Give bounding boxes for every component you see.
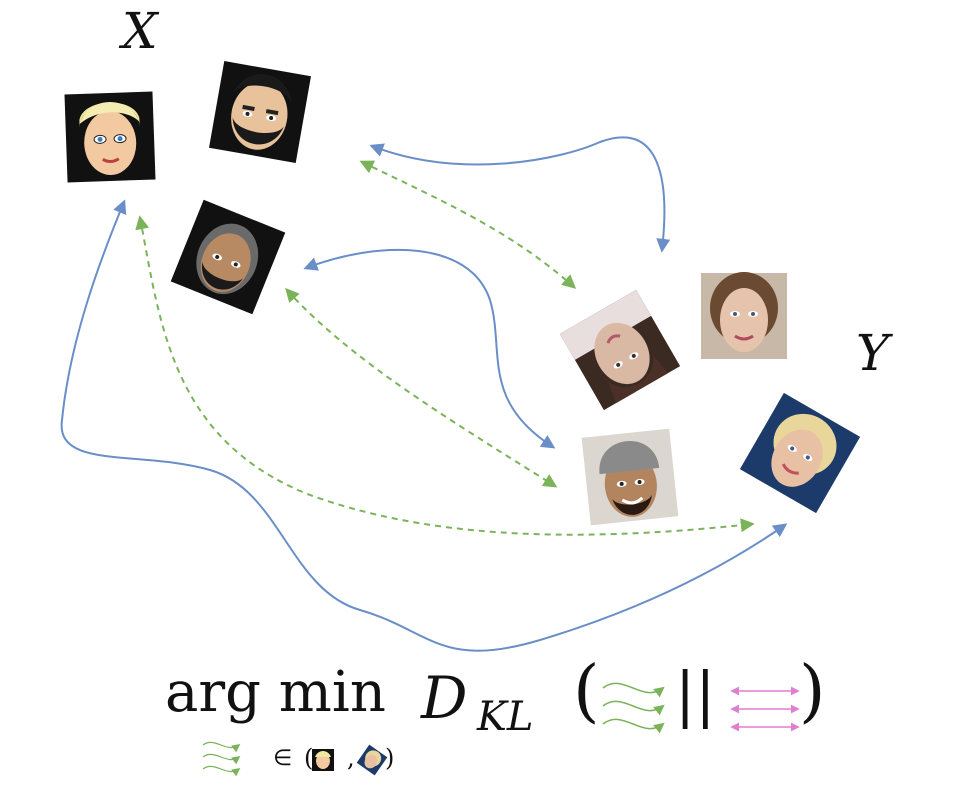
set-x-label: X [122,2,158,60]
solid-arrow-long [60,199,788,652]
mini-cartoon-face-icon [312,749,334,771]
photo-face-beanie [581,428,679,526]
photo-face-brunette [701,272,787,359]
argmin-operator: arg min [165,660,386,725]
solid-arrow-top [369,136,671,253]
green-mapping-icon-large [602,682,665,734]
open-paren: ( [573,652,600,731]
divergence-bars: || [675,660,716,730]
solid-arrow-middle [303,249,556,449]
pink-mapping-icon [730,686,800,732]
photo-face-upside-down [559,289,681,411]
kl-divergence-symbol: D [421,664,468,732]
dashed-arrow-long [135,215,755,536]
close-paren: ) [799,652,826,731]
kl-subscript: KL [477,694,534,740]
dashed-arrow-middle [285,287,558,488]
cartoon-face-blonde [64,91,156,183]
small-close-paren: ) [385,744,395,772]
small-comma: , [347,744,355,772]
photo-face-blonde [739,392,861,514]
green-mapping-icon-small [202,741,241,777]
cartoon-face-dark-beard [209,61,311,163]
element-of-symbol: ∈ [273,746,293,771]
set-y-label: Y [856,324,890,382]
mini-photo-face-icon [356,744,388,776]
small-open-paren: ( [304,744,314,772]
cartoon-face-bald-beard [170,199,286,315]
